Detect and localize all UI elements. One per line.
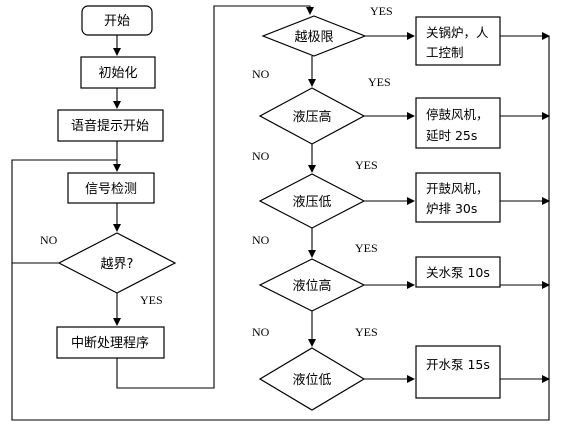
- action-1-line-1: 关锅炉，人: [426, 25, 489, 40]
- action-3-line-2: 炉排 30s: [426, 201, 477, 216]
- no-label-3: NO: [252, 233, 270, 247]
- action-1-box: [415, 16, 501, 66]
- decision-5-diamond: [258, 347, 366, 411]
- action-4-line-1: 关水泵 10s: [426, 265, 490, 280]
- yes-label-3: YES: [355, 158, 378, 172]
- action-5-line-1: 开水泵 15s: [426, 357, 490, 372]
- detect-box: [67, 172, 155, 204]
- yes-label-5: YES: [355, 325, 378, 339]
- detect-label: 信号检测: [85, 182, 137, 197]
- start-label: 开始: [104, 14, 130, 29]
- yes-label-2: YES: [368, 75, 391, 89]
- interrupt-label: 中断处理程序: [71, 336, 149, 351]
- return-rail-line: [11, 36, 550, 421]
- no-label-4: NO: [252, 325, 270, 339]
- action-2-line-2: 延时 25s: [426, 128, 477, 143]
- init-box: [80, 56, 156, 89]
- action-2-box: [415, 97, 501, 149]
- decision-4-label: 液位高: [292, 278, 331, 294]
- yes-label-check: YES: [140, 293, 163, 307]
- init-label: 初始化: [98, 66, 137, 81]
- no-loop-line: [11, 159, 117, 264]
- action-5-box: [415, 345, 501, 399]
- no-label-1: NO: [252, 67, 270, 81]
- voice-box: [57, 109, 164, 142]
- action-3-box: [415, 172, 501, 223]
- decision-1-diamond: [261, 15, 367, 57]
- action-4-box: [415, 256, 501, 288]
- decision-3-label: 液压低: [292, 195, 331, 210]
- interrupt-box: [56, 326, 165, 359]
- action-1-line-2: 工控制: [426, 45, 464, 60]
- no-label-2: NO: [252, 149, 270, 163]
- decision-1-label: 越极限: [294, 30, 333, 45]
- action-2-line-1: 停鼓风机，: [426, 107, 489, 122]
- check-label: 越界?: [101, 257, 134, 272]
- decision-2-label: 液压高: [292, 109, 331, 125]
- voice-label: 语音提示开始: [71, 118, 149, 134]
- decision-5-label: 液位低: [292, 373, 331, 388]
- yes-label-1: YES: [370, 4, 393, 18]
- connector-line: [116, 5, 314, 389]
- action-3-line-1: 开鼓风机，: [426, 181, 489, 196]
- no-label-check: NO: [40, 233, 58, 247]
- yes-label-4: YES: [355, 241, 378, 255]
